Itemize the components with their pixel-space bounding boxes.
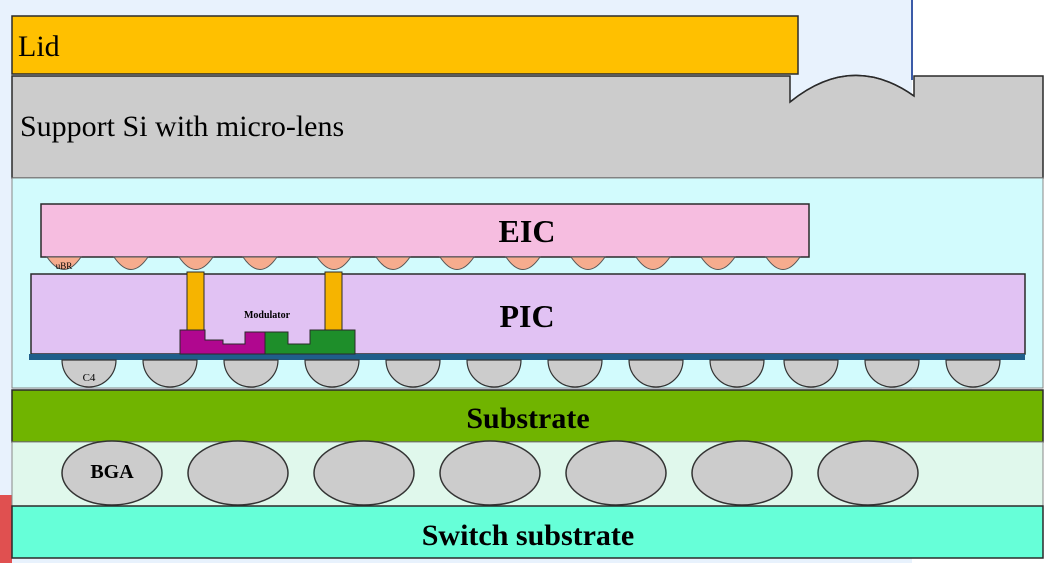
c4-bump xyxy=(547,359,603,388)
bga-ball xyxy=(691,440,793,506)
c4-bump xyxy=(142,359,198,388)
c4-bump xyxy=(864,359,920,388)
micro-bump xyxy=(570,256,606,270)
c4-bump xyxy=(709,359,765,388)
substrate-layer xyxy=(11,389,1044,443)
modulator-left-part xyxy=(179,329,266,355)
c4-bump xyxy=(304,359,360,388)
c4-bump-label: C4 xyxy=(83,372,96,384)
micro-bump xyxy=(46,256,82,270)
micro-bump xyxy=(242,256,278,270)
micro-bump-row xyxy=(46,256,801,270)
micro-bump xyxy=(113,256,149,270)
c4-bump xyxy=(61,359,117,388)
c4-bump xyxy=(466,359,522,388)
modulator-right-part xyxy=(264,329,356,355)
switch-substrate-label: Switch substrate xyxy=(422,519,635,552)
pic-base-layer xyxy=(29,354,1025,360)
left-red-edge xyxy=(0,495,12,563)
bga-ball xyxy=(817,440,919,506)
micro-bump xyxy=(316,256,352,270)
micro-bump-label: uBR xyxy=(56,261,73,271)
bga-ball xyxy=(439,440,541,506)
micro-lens xyxy=(789,74,915,103)
c4-bump xyxy=(783,359,839,388)
micro-bump xyxy=(439,256,475,270)
bga-ball xyxy=(313,440,415,506)
support-si-label: Support Si with micro-lens xyxy=(20,110,344,143)
c4-bump-row xyxy=(61,359,1001,388)
micro-bump xyxy=(505,256,541,270)
c4-bump xyxy=(945,359,1001,388)
bga-ball-row xyxy=(61,440,919,506)
micro-bump xyxy=(375,256,411,270)
pic-label: PIC xyxy=(499,298,554,334)
lid-layer xyxy=(11,15,799,75)
bga-ball xyxy=(565,440,667,506)
lid-label: Lid xyxy=(18,30,60,63)
c4-bump xyxy=(385,359,441,388)
bga-ball xyxy=(187,440,289,506)
c4-bump xyxy=(628,359,684,388)
eic-label: EIC xyxy=(499,213,556,249)
micro-bump xyxy=(765,256,801,270)
substrate-label: Substrate xyxy=(466,402,589,435)
through-pillar-left xyxy=(186,271,205,333)
micro-bump xyxy=(178,256,214,270)
switch-substrate-layer xyxy=(11,505,1044,559)
eic-chip xyxy=(40,203,810,258)
bga-label: BGA xyxy=(90,461,134,483)
through-pillar-right xyxy=(324,271,343,333)
micro-bump xyxy=(635,256,671,270)
modulator-label: Modulator xyxy=(244,310,291,321)
bga-ball xyxy=(61,440,163,506)
c4-bump xyxy=(223,359,279,388)
micro-bump xyxy=(700,256,736,270)
